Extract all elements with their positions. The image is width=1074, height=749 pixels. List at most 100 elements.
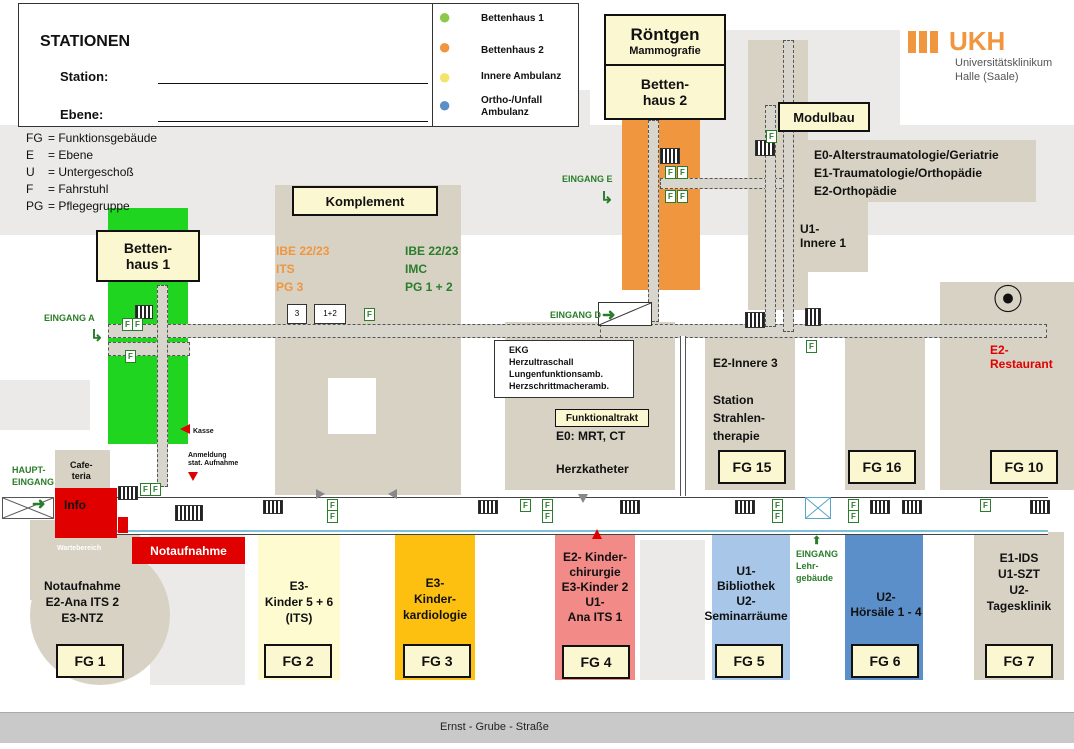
corridor-line: [110, 530, 1048, 532]
upper-building: [748, 40, 808, 310]
ebene-field[interactable]: [158, 121, 428, 122]
lift-icon: F: [980, 499, 991, 512]
lift-icon: F: [766, 130, 777, 143]
lift-icon: F: [125, 350, 136, 363]
fg3-label[interactable]: FG 3: [403, 644, 471, 678]
anmeldung-label: Anmeldung stat. Aufnahme: [188, 452, 239, 468]
turnstile: [2, 497, 54, 519]
modulbau-building: [792, 140, 1036, 202]
abbrev-row: E= Ebene: [26, 148, 94, 162]
restaurant-label: E2- Restaurant: [990, 343, 1053, 372]
lift-icon: F: [327, 510, 338, 523]
stationen-form: [18, 3, 434, 127]
wartebereich-label: Wartebereich: [57, 545, 102, 552]
lift-icon: F: [806, 340, 817, 353]
komplement-building: [275, 185, 461, 495]
lift-icon: F: [677, 166, 688, 179]
fg10-label[interactable]: FG 10: [990, 450, 1058, 484]
fg5-stations: U1- Bibliothek U2- Seminarräume: [704, 564, 788, 623]
footprint-icon: ●: [438, 92, 452, 117]
fg1-label[interactable]: FG 1: [56, 644, 124, 678]
fg6-stations: U2- Hörsäle 1 - 4: [850, 590, 922, 619]
lift-icon: F: [665, 166, 676, 179]
lift-icon: F: [364, 308, 375, 321]
komplement-label[interactable]: Komplement: [292, 186, 438, 216]
fg2-stations: E3- Kinder 5 + 6 (ITS): [264, 579, 334, 625]
stairs: [175, 505, 203, 521]
corridor-marker-icon: [578, 494, 588, 503]
arrow-up-icon: ⬆: [812, 535, 822, 547]
background-area: [640, 540, 705, 680]
abbrev-row: PG= Pflegegruppe: [26, 199, 130, 213]
logo-subtitle: Universitätsklinikum: [955, 57, 1053, 69]
lift-icon: F: [665, 190, 676, 203]
lift-icon: F: [848, 510, 859, 523]
room-1-2: 1+2: [314, 304, 346, 324]
arrow-right-icon: ➜: [602, 307, 616, 324]
stairs: [902, 500, 922, 514]
haupteingang-label: HAUPT- EINGANG: [12, 465, 55, 487]
info-label: Info: [64, 498, 86, 512]
strahlen-label: Station Strahlen- therapie: [713, 393, 766, 443]
footprint-icon: ●: [438, 4, 452, 29]
info-desk[interactable]: [55, 488, 117, 538]
page-title: STATIONEN: [40, 33, 131, 50]
fg1-stations: Notaufnahme E2-Ana ITS 2 E3-NTZ: [44, 579, 121, 625]
notaufnahme-label[interactable]: Notaufnahme: [132, 537, 245, 564]
arrow-right-icon: ➜: [32, 496, 46, 513]
stairs: [135, 305, 153, 319]
stairs: [805, 308, 821, 326]
fg5-label[interactable]: FG 5: [715, 644, 783, 678]
corridor-dashed: [765, 105, 776, 327]
mrt-label: E0: MRT, CT: [556, 429, 626, 443]
turnstile: [805, 497, 831, 519]
fg15-label[interactable]: FG 15: [718, 450, 786, 484]
fg4-label[interactable]: FG 4: [562, 645, 630, 679]
station-field[interactable]: [158, 83, 428, 84]
fg3-stations: E3- Kinder- kardiologie: [402, 576, 467, 622]
lift-icon: F: [150, 483, 161, 496]
fg2-label[interactable]: FG 2: [264, 644, 332, 678]
lift-icon: F: [677, 190, 688, 203]
roentgen-label[interactable]: Röntgen Mammografie: [604, 14, 726, 68]
corridor-dashed: [648, 120, 659, 322]
herzkatheter-label: Herzkatheter: [556, 462, 629, 476]
legend-label: Bettenhaus 2: [481, 45, 544, 56]
legend-box: [432, 3, 579, 127]
modulbau-label[interactable]: Modulbau: [778, 102, 870, 132]
modulbau-stations: E0-Alterstraumatologie/Geriatrie E1-Trau…: [814, 148, 999, 198]
arrow-right-icon: ↳: [600, 190, 614, 207]
funktionaltrakt-label[interactable]: Funktionaltrakt: [555, 409, 649, 427]
stairs: [620, 500, 640, 514]
fg7-label[interactable]: FG 7: [985, 644, 1053, 678]
lift-icon: F: [772, 510, 783, 523]
bettenhaus2-label[interactable]: Betten- haus 2: [604, 64, 726, 120]
stairs: [755, 140, 775, 156]
cafeteria-label: Cafe- teria: [70, 460, 93, 481]
anmeldung-marker-icon: [188, 472, 198, 481]
ukh-logo: UKH: [908, 26, 1005, 57]
street: [0, 712, 1074, 743]
bettenhaus1-label[interactable]: Betten- haus 1: [96, 230, 200, 282]
footprint-icon: ●: [438, 34, 452, 59]
fg4-stations: E2- Kinder- chirurgie E3-Kinder 2 U1- An…: [561, 550, 629, 624]
eingang-e-label: EINGANG E: [562, 174, 613, 184]
abbrev-row: F= Fahrstuhl: [26, 182, 109, 196]
fg4-marker-icon: [592, 529, 602, 539]
stairs: [263, 500, 283, 514]
legend-label: Ortho-/Unfall Ambulanz: [481, 95, 543, 118]
abbreviation-list: FG= Funktionsgebäude E= Ebene U= Unterge…: [26, 130, 157, 215]
ebene-label: Ebene:: [60, 107, 104, 122]
abbrev-row: U= Untergeschoß: [26, 165, 134, 179]
fg6-label[interactable]: FG 6: [851, 644, 919, 678]
stairs: [478, 500, 498, 514]
fg16-label[interactable]: FG 16: [848, 450, 916, 484]
courtyard: [328, 378, 376, 434]
street-name: Ernst - Grube - Straße: [440, 721, 549, 733]
stairs: [660, 148, 680, 164]
station-label: Station:: [60, 69, 109, 84]
lift-icon: F: [520, 499, 531, 512]
info-marker: [118, 517, 128, 533]
kasse-label: Kasse: [193, 428, 214, 435]
lift-icon: F: [132, 318, 143, 331]
